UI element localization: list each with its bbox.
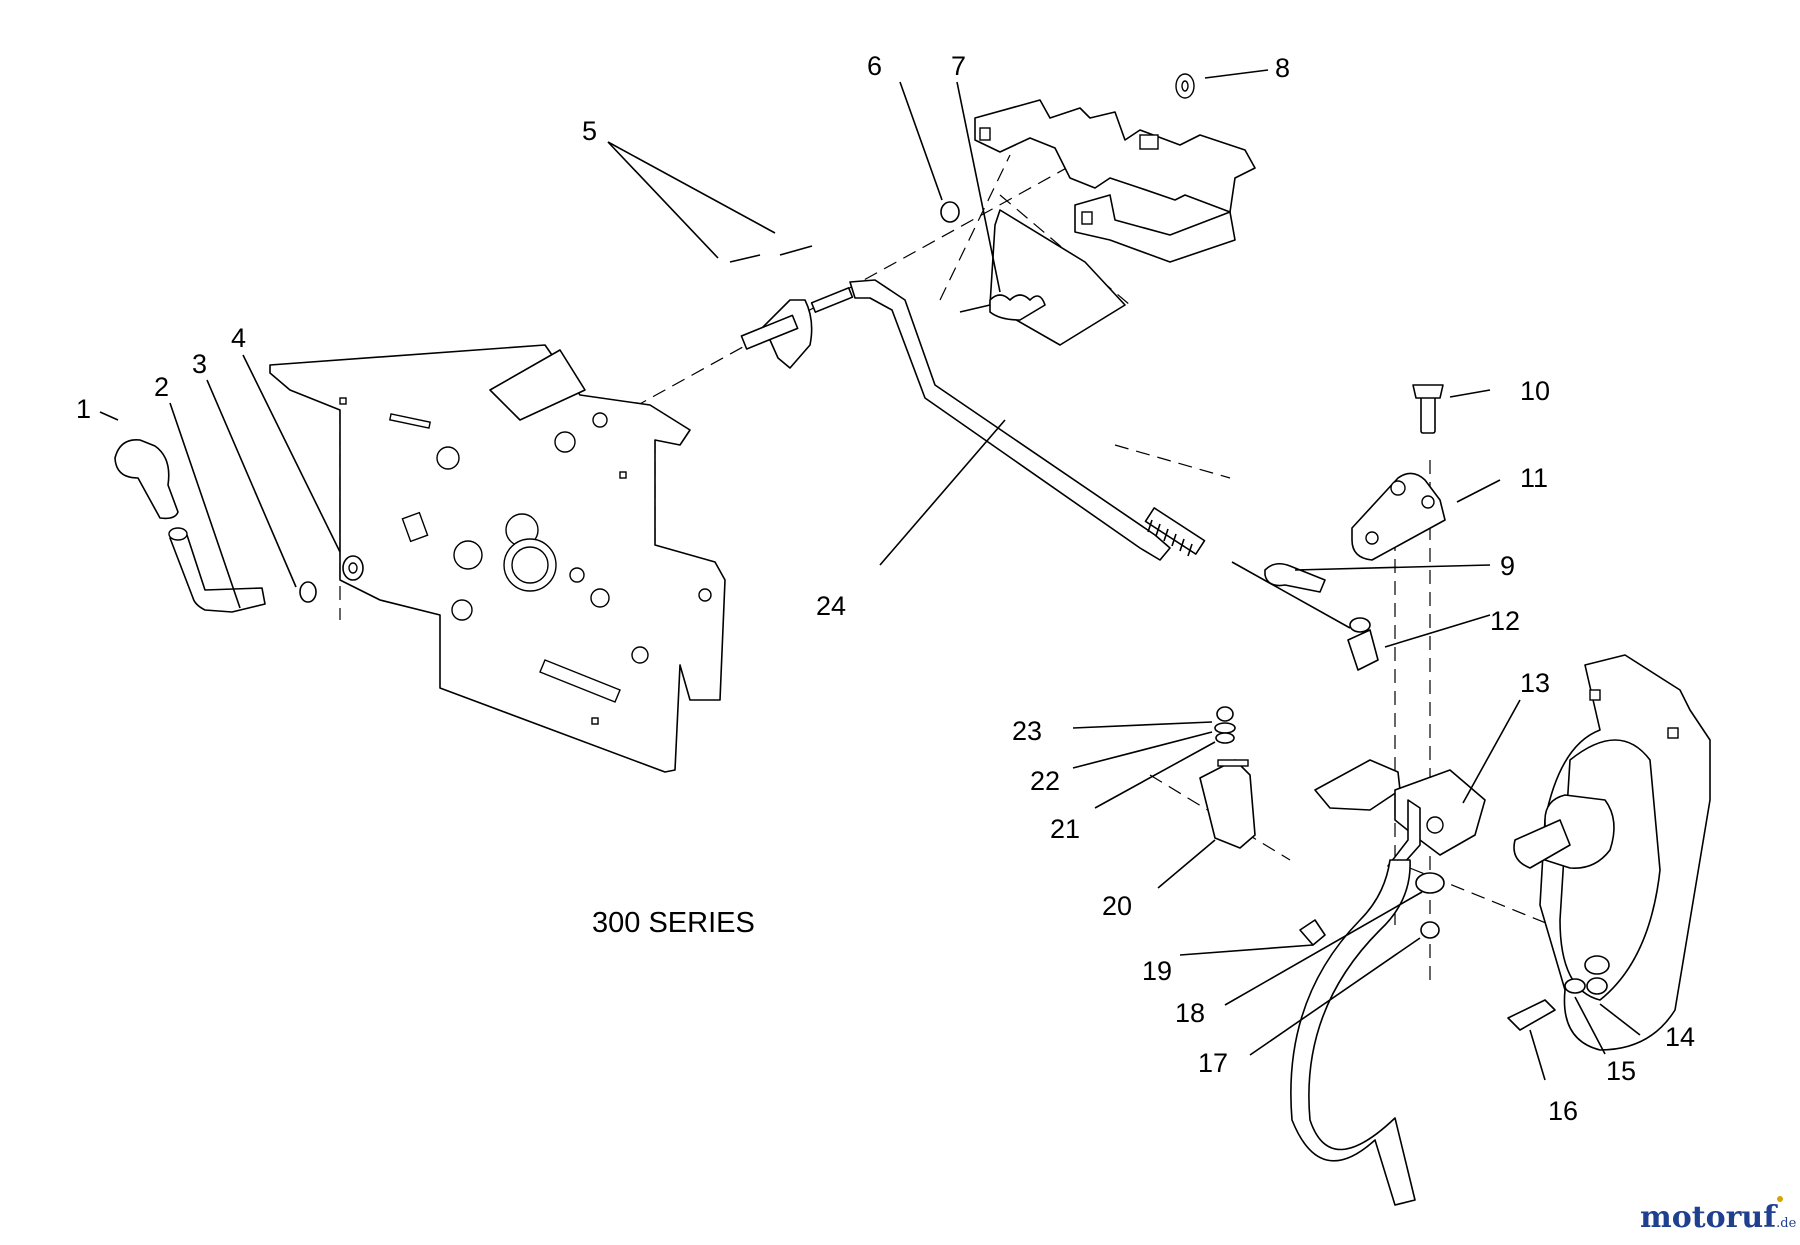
callout-8: 8 (1275, 53, 1290, 83)
watermark-dot (1777, 1196, 1783, 1202)
callout-23: 23 (1012, 716, 1042, 746)
callout-18: 18 (1175, 998, 1205, 1028)
knob (114, 439, 364, 613)
callout-11: 11 (1520, 463, 1548, 493)
callout-7: 7 (951, 51, 966, 81)
threaded-end (1144, 507, 1206, 557)
callout-3: 3 (192, 349, 207, 379)
callout-22: 22 (1030, 766, 1060, 796)
shift-rod (729, 201, 1351, 629)
lower-assembly (1199, 706, 1486, 1206)
callout-15: 15 (1606, 1056, 1636, 1086)
watermark-suffix: .de (1776, 1216, 1796, 1231)
callout-1: 1 (76, 394, 91, 424)
callout-9: 9 (1500, 551, 1515, 581)
callout-6: 6 (867, 51, 882, 81)
transmission (1507, 654, 1711, 1051)
callout-4: 4 (231, 323, 246, 353)
callout-13: 13 (1520, 668, 1550, 698)
watermark-brand: motoruf.de (1640, 1200, 1797, 1235)
leader-lines (99, 69, 1641, 1081)
callout-numbers: 1 2 3 4 5 6 7 8 9 10 11 12 13 14 15 16 1… (76, 51, 1695, 1126)
callout-14: 14 (1665, 1022, 1695, 1052)
watermark: motoruf.de (1640, 1196, 1797, 1235)
callout-12: 12 (1490, 606, 1520, 636)
callout-5: 5 (582, 116, 597, 146)
callout-24: 24 (816, 591, 846, 621)
callout-20: 20 (1102, 891, 1132, 921)
series-label: 300 SERIES (592, 907, 755, 939)
callout-10: 10 (1520, 376, 1550, 406)
lever-assembly (1264, 384, 1446, 671)
watermark-brand-text: motoruf (1640, 1200, 1778, 1235)
mounting-plate (269, 344, 726, 773)
callout-16: 16 (1548, 1096, 1578, 1126)
callout-19: 19 (1142, 956, 1172, 986)
callout-2: 2 (154, 372, 169, 402)
callout-17: 17 (1198, 1048, 1228, 1078)
callout-21: 21 (1050, 814, 1080, 844)
spring (959, 294, 1046, 321)
